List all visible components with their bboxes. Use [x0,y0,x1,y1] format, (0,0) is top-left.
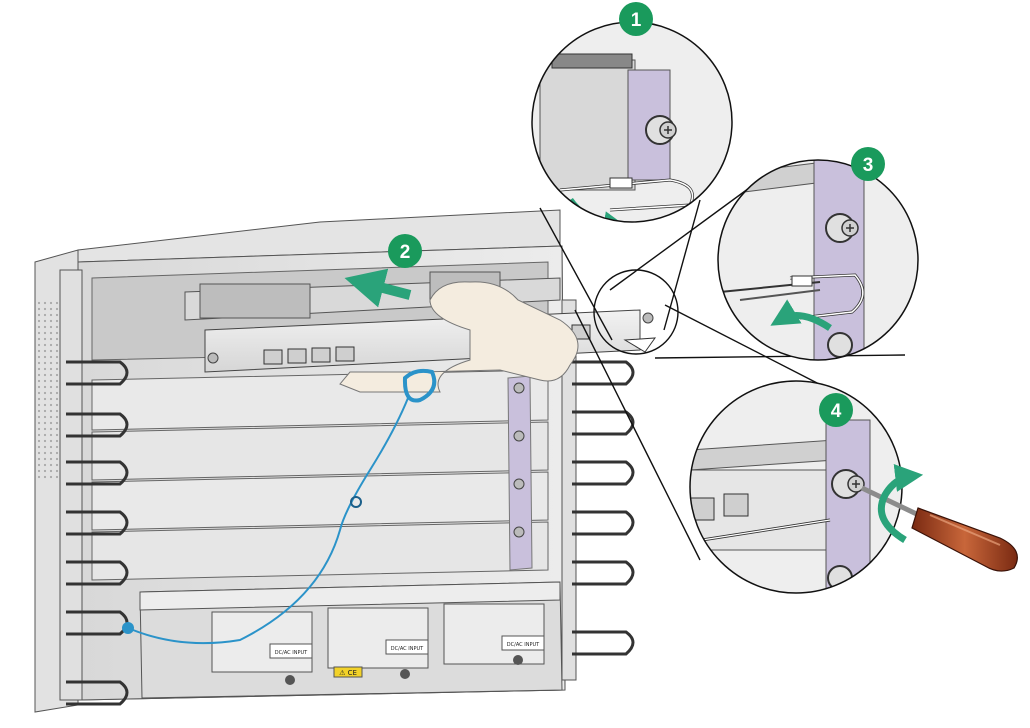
callout-lines [539,182,906,561]
psu-label-2: DC/AC INPUT [391,646,424,652]
detail-circle-3 [717,159,919,361]
power-supply-area: DC/AC INPUT DC/AC INPUT DC/AC INPUT ⚠ CE [139,581,563,699]
detail-circle-1 [531,21,733,223]
step-badge-4: 4 [819,393,853,427]
green-arrow-icon [344,268,412,308]
rotate-arrow-icon [877,464,924,543]
hand [339,281,579,393]
left-handles [59,269,129,706]
step-badge-2: 2 [388,234,422,268]
step-badge-icon: 4 [831,401,842,422]
warning-label: ⚠ CE [339,669,357,677]
step-badge-icon: 1 [631,10,642,31]
detail-circle-4 [689,380,903,594]
card-slots [91,369,549,581]
right-handles [561,299,635,681]
psu-label-3: DC/AC INPUT [507,642,540,648]
step-badge-3: 3 [851,147,885,181]
step-badge-icon: 2 [400,242,411,263]
step-badge-1: 1 [619,2,653,36]
psu-label-1: DC/AC INPUT [275,650,308,656]
esd-wrist-strap-icon [122,368,437,645]
step-badge-icon: 3 [863,155,874,176]
screwdriver-icon [860,485,1018,572]
